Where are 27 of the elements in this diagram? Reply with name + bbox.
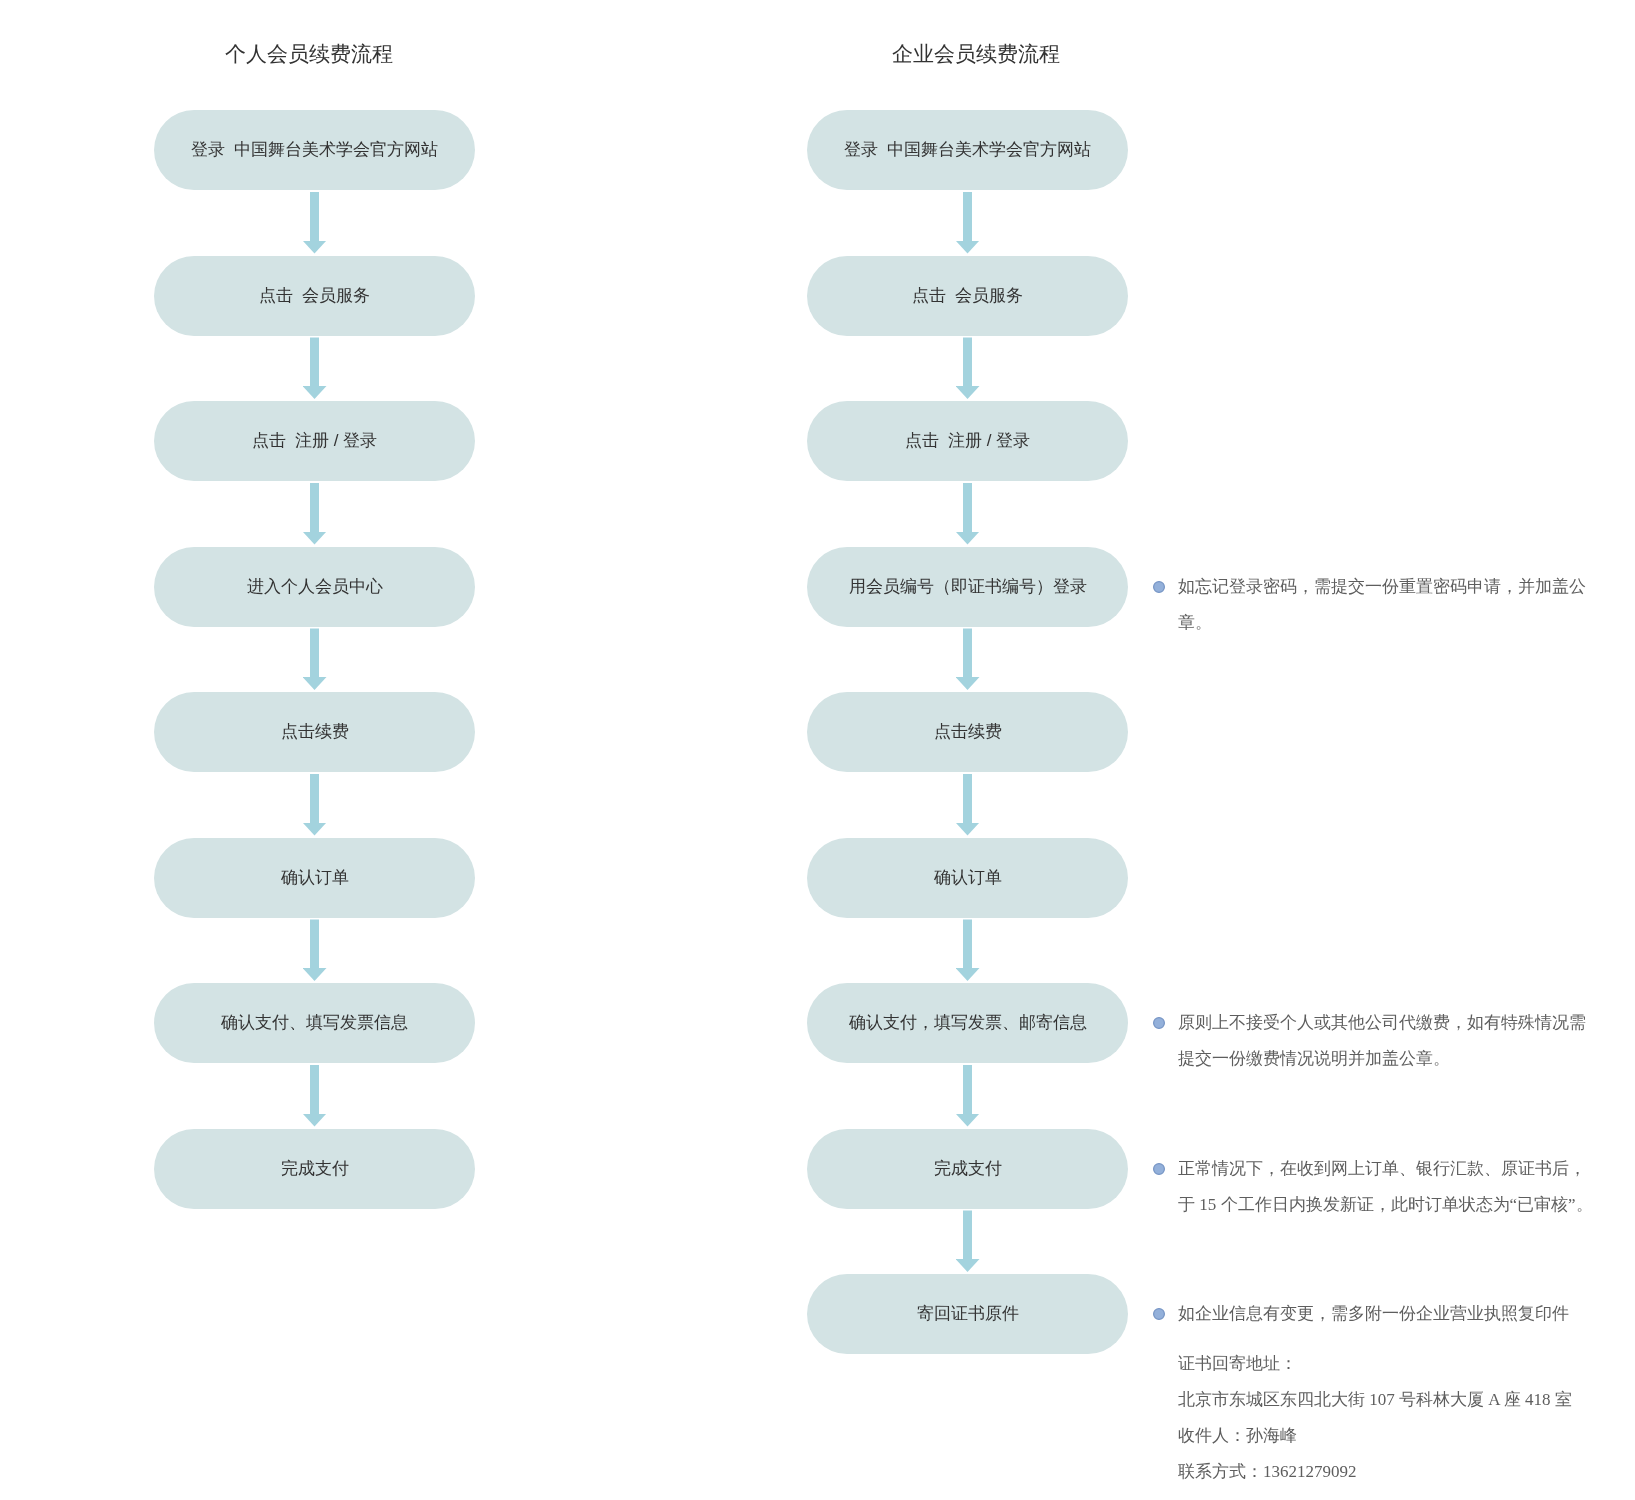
step-label: 点击 注册 / 登录 [250, 430, 379, 452]
step-label: 登录 中国舞台美术学会官方网站 [842, 139, 1093, 161]
step-label: 进入个人会员中心 [245, 575, 384, 598]
step-label: 点击 注册 / 登录 [903, 430, 1032, 452]
side-note: 如忘记登录密码，需提交一份重置密码申请，并加盖公章。 [1178, 575, 1587, 634]
step-label: 用会员编号（即证书编号）登录 [847, 575, 1088, 598]
address-line: 北京市东城区东四北大街 107 号科林大厦 A 座 418 室 [1178, 1389, 1572, 1411]
side-note: 如企业信息有变更，需多附一份企业营业执照复印件 [1178, 1303, 1570, 1325]
step-label: 点击 会员服务 [910, 284, 1025, 307]
step-label: 点击 会员服务 [257, 284, 372, 307]
step-label: 点击续费 [279, 721, 350, 743]
side-note: 正常情况下，在收到网上订单、银行汇款、原证书后，于 15 个工作日内换发新证，此时订单状态为“已审核”。 [1178, 1157, 1593, 1216]
column-title: 个人会员续费流程 [225, 41, 393, 67]
step-label: 确认支付，填写发票、邮寄信息 [847, 1012, 1088, 1034]
step-label: 点击续费 [932, 721, 1003, 743]
address-line: 联系方式：13621279092 [1178, 1461, 1357, 1483]
step-label: 寄回证书原件 [915, 1303, 1020, 1325]
step-label: 确认订单 [932, 866, 1003, 889]
step-label: 确认支付、填写发票信息 [220, 1012, 409, 1034]
step-label: 完成支付 [932, 1157, 1003, 1180]
step-label: 完成支付 [279, 1157, 350, 1180]
address-line: 收件人：孙海峰 [1178, 1425, 1297, 1447]
column-title: 企业会员续费流程 [892, 41, 1060, 67]
step-label: 登录 中国舞台美术学会官方网站 [189, 139, 440, 161]
side-note: 原则上不接受个人或其他公司代缴费，如有特殊情况需提交一份缴费情况说明并加盖公章。 [1178, 1012, 1587, 1070]
step-label: 确认订单 [279, 866, 350, 889]
address-line: 证书回寄地址： [1178, 1353, 1297, 1375]
